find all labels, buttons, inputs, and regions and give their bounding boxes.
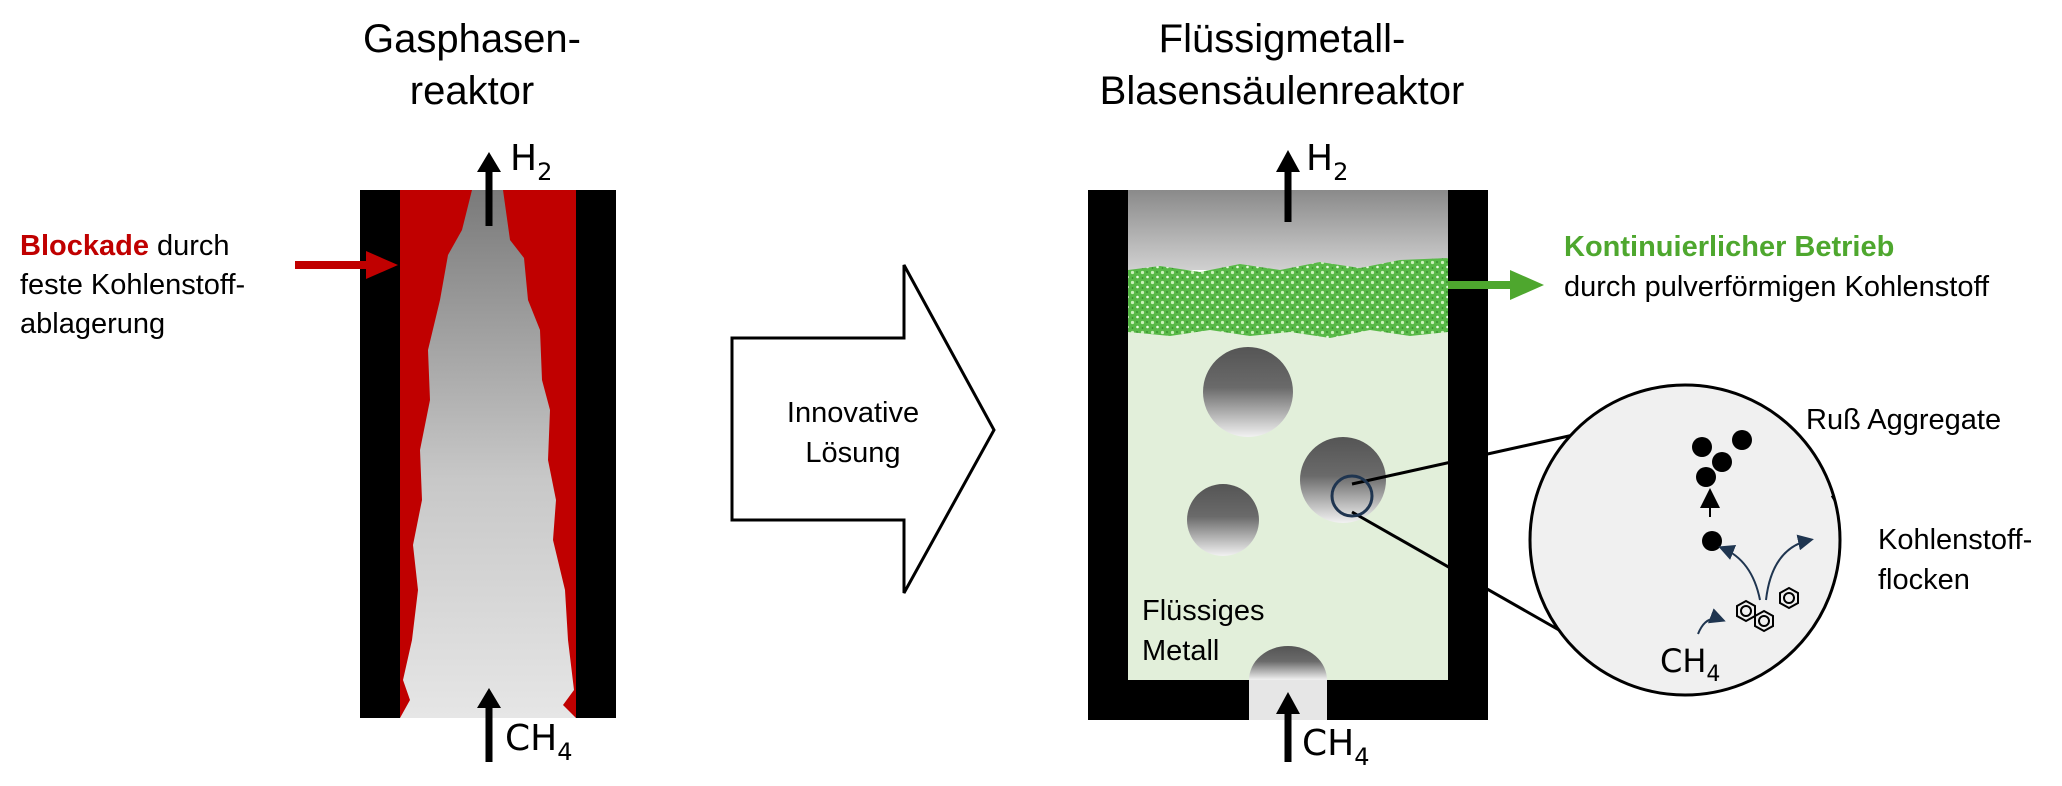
continuous-line2: durch pulverförmigen Kohlenstoff <box>1564 271 1990 303</box>
blockade-line3: ablagerung <box>20 308 165 340</box>
continuous-line1: Kontinuierlicher Betrieb <box>1564 231 1894 263</box>
zoom-ch4-label: CH4 <box>1660 642 1720 687</box>
pah-to-soot-arrow <box>1718 545 1761 601</box>
nucleus-particle <box>1702 531 1722 551</box>
gas-channel <box>400 190 576 718</box>
liquid-metal-line1: Flüssiges <box>1142 595 1265 627</box>
zoom-selection-circle <box>1330 474 1374 518</box>
continuous-arrowhead <box>1510 270 1544 300</box>
blockade-line2: feste Kohlenstoff- <box>20 269 245 301</box>
left-ch4-label: CH4 <box>505 718 573 766</box>
blockade-line1: Blockade durch <box>20 230 230 262</box>
carbon-powder-layer <box>1128 258 1448 338</box>
innovation-arrow: Innovative Lösung <box>730 264 996 594</box>
bubble-column-reactor: Flüssigmetall- Blasensäulenreaktor Flüss… <box>1088 17 1990 771</box>
zoom-circle <box>1528 383 1842 697</box>
soot-particle <box>1712 452 1732 472</box>
carbon-flakes-line1: Kohlenstoff- <box>1878 524 2032 556</box>
innovation-line2: Lösung <box>805 437 900 469</box>
gas-bubble-small <box>1187 484 1259 556</box>
soot-aggregate-label: Ruß Aggregate <box>1806 404 2001 436</box>
right-ch4-label: CH4 <box>1302 723 1370 771</box>
left-title-line2: reaktor <box>410 69 535 113</box>
soot-particle <box>1732 430 1752 450</box>
zoom-connector-bottom <box>1351 510 1567 636</box>
pah-molecules <box>1736 586 1799 633</box>
gas-bubble-right <box>1300 437 1386 523</box>
right-h2-label: H2 <box>1306 138 1348 186</box>
innovation-line1: Innovative <box>787 397 919 429</box>
soot-particle <box>1692 437 1712 457</box>
liquid-metal-line2: Metall <box>1142 635 1219 667</box>
zoom-detail: CH4 Ruß Aggregate Kohlenstoff- flocken <box>1330 383 2032 697</box>
ch4-to-pah-arrow <box>1697 608 1726 635</box>
right-h2-arrowhead <box>1276 150 1300 172</box>
pah-to-flake-arrow <box>1765 534 1814 601</box>
inlet-bubble <box>1249 646 1327 680</box>
soot-particle <box>1696 467 1716 487</box>
gas-bubble-large <box>1203 347 1293 437</box>
blockade-arrowhead <box>366 251 398 279</box>
left-h2-label: H2 <box>510 138 552 186</box>
liquid-metal <box>1128 300 1448 680</box>
gas-phase-reactor: Gasphasen- reaktor H2 CH4 Blockade durch… <box>20 17 616 766</box>
left-ch4-arrowhead <box>477 688 501 708</box>
left-title-line1: Gasphasen- <box>363 17 581 61</box>
right-title-line2: Blasensäulenreaktor <box>1100 69 1465 113</box>
carbon-flakes-line2: flocken <box>1878 564 1970 596</box>
right-title-line1: Flüssigmetall- <box>1159 17 1406 61</box>
left-h2-arrowhead <box>477 152 501 172</box>
left-wall-right <box>576 190 616 718</box>
right-ch4-arrowhead <box>1276 692 1300 714</box>
